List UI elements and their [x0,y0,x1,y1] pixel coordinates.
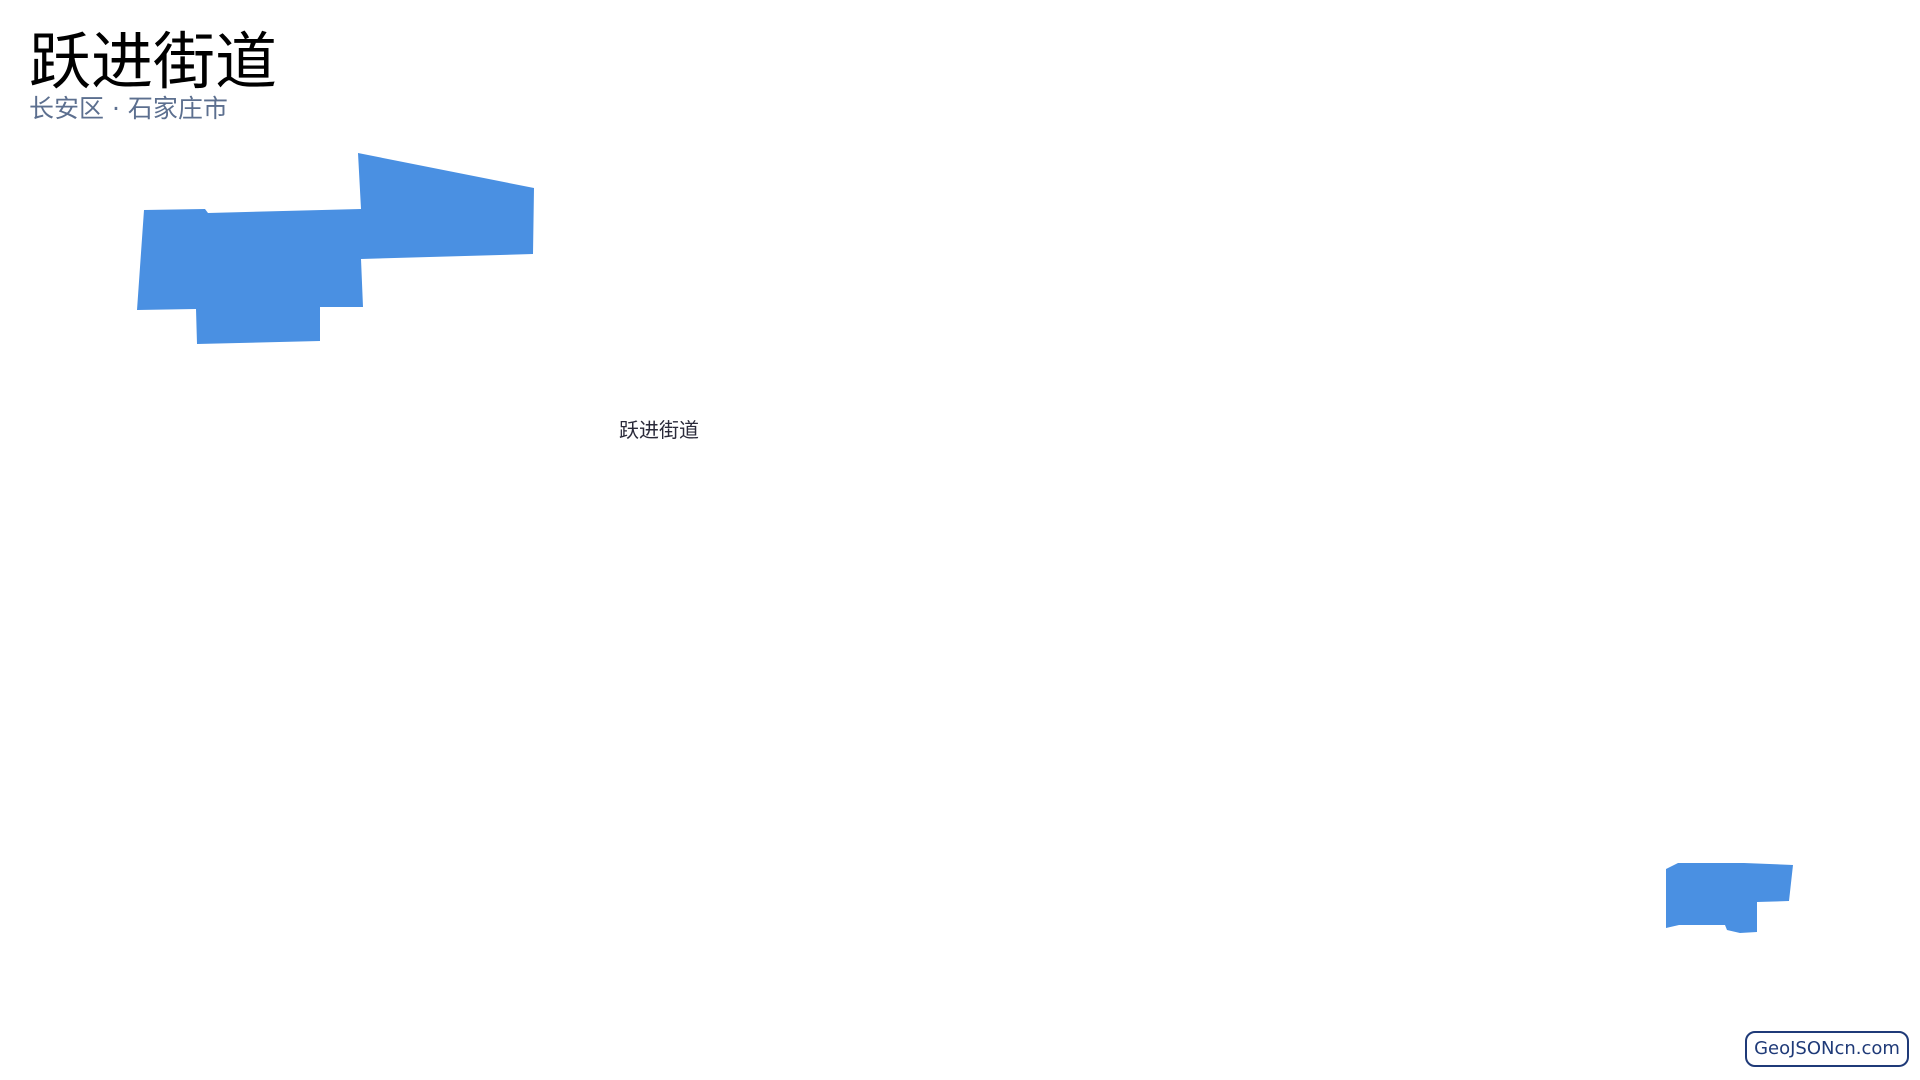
district-shapes[interactable] [137,153,1793,933]
district-polygon-southeast[interactable] [1666,863,1793,933]
region-label: 跃进街道 [619,418,699,442]
page-subtitle: 长安区 · 石家庄市 [29,94,228,123]
source-link-badge[interactable]: GeoJSONcn.com [1745,1031,1909,1067]
page-title: 跃进街道 [29,25,278,98]
district-polygon-main[interactable] [137,153,534,344]
